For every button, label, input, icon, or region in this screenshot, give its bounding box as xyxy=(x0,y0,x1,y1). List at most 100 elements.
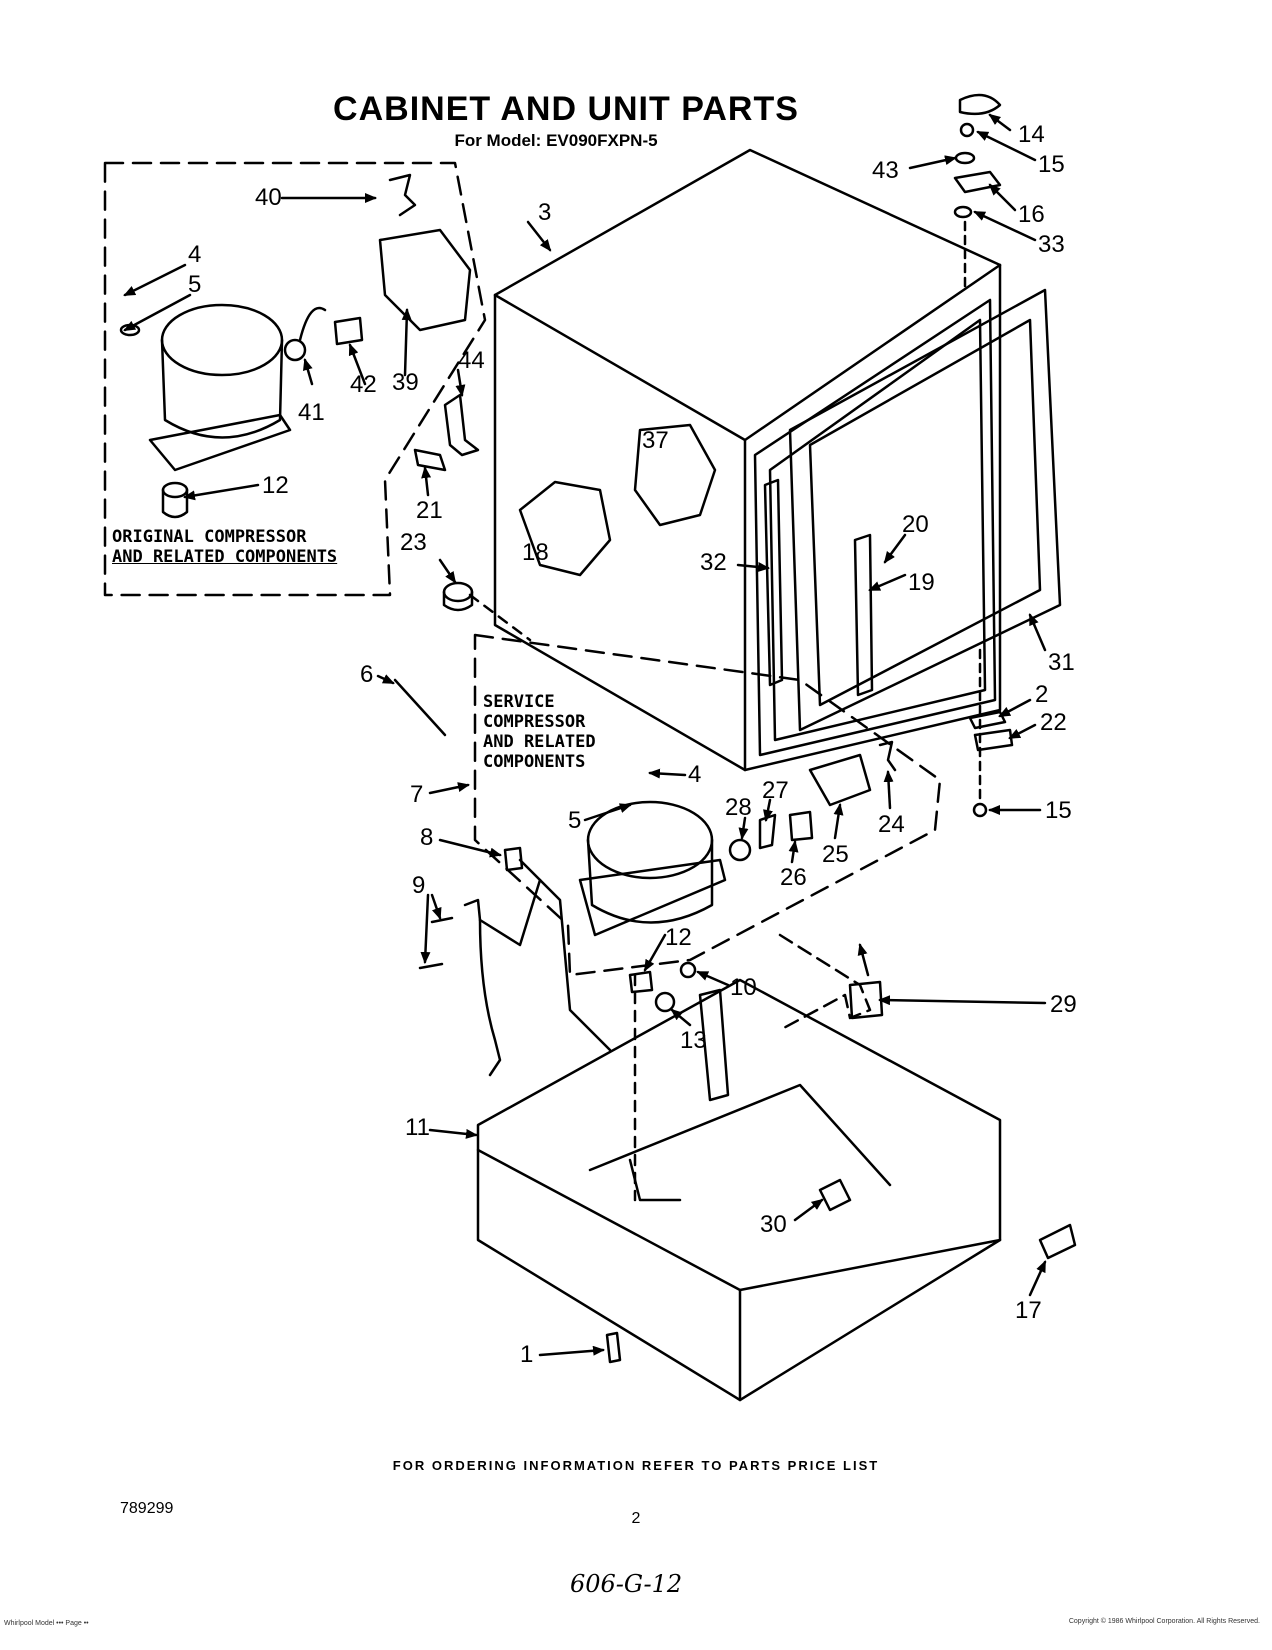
model-number: EV090FXPN-5 xyxy=(546,131,658,150)
part-label-41: 41 xyxy=(298,399,325,426)
part-label-17: 17 xyxy=(1015,1297,1042,1324)
screw-10 xyxy=(679,961,697,979)
hinge-cap-14 xyxy=(958,93,1002,116)
part-label-19: 19 xyxy=(908,569,935,596)
part-label-33: 33 xyxy=(1038,231,1065,258)
part-label-21: 21 xyxy=(416,497,443,524)
strip-19 xyxy=(853,533,874,697)
original-box-line-2: AND RELATED COMPONENTS xyxy=(112,547,338,567)
part-label-7: 7 xyxy=(410,781,423,808)
part-label-23: 23 xyxy=(400,529,427,556)
grommet-12-service xyxy=(628,970,654,994)
original-compressor xyxy=(119,303,292,519)
part-label-6: 6 xyxy=(360,661,373,688)
document-number: 789299 xyxy=(120,1500,174,1517)
base-pan xyxy=(476,978,1002,1402)
overload-28 xyxy=(728,838,752,862)
part-label-1: 1 xyxy=(520,1341,533,1368)
part-label-28: 28 xyxy=(725,794,752,821)
part-label-15-bottom: 15 xyxy=(1045,797,1072,824)
page-number: 2 xyxy=(631,1510,641,1527)
part-label-26: 26 xyxy=(780,864,807,891)
ordering-note: FOR ORDERING INFORMATION REFER TO PARTS … xyxy=(392,1458,880,1473)
part-label-16: 16 xyxy=(1018,201,1045,228)
part-label-40: 40 xyxy=(255,184,282,211)
model-line: For Model: EV090FXPN-5 xyxy=(0,131,1192,151)
part-label-18: 18 xyxy=(522,539,549,566)
part-label-4-original: 4 xyxy=(188,241,201,268)
hinge-22 xyxy=(973,728,1014,752)
strip-32 xyxy=(763,478,784,687)
grommet-21 xyxy=(413,448,447,472)
screw-9-top xyxy=(430,916,454,924)
part-label-27: 27 xyxy=(762,777,789,804)
service-box-line-2: COMPRESSOR xyxy=(483,712,586,732)
washer-43 xyxy=(954,151,976,165)
part-label-44: 44 xyxy=(458,347,485,374)
part-label-4-service: 4 xyxy=(688,761,701,788)
cover-25 xyxy=(808,753,872,807)
screw-9-bottom xyxy=(418,962,444,970)
part-label-20: 20 xyxy=(902,511,929,538)
service-box-line-1: SERVICE xyxy=(483,692,555,712)
harness-8 xyxy=(503,846,524,872)
clip-24 xyxy=(878,740,897,772)
plug-17 xyxy=(1038,1223,1077,1260)
part-label-39: 39 xyxy=(392,369,419,396)
handwritten-code: 606-G-12 xyxy=(570,1570,683,1598)
part-label-22: 22 xyxy=(1040,709,1067,736)
original-box-line-1: ORIGINAL COMPRESSOR xyxy=(112,527,307,547)
part-label-15-top: 15 xyxy=(1038,151,1065,178)
foot-23 xyxy=(442,581,474,603)
part-label-5-service: 5 xyxy=(568,807,581,834)
fine-print-left: Whirlpool Model ••• Page •• xyxy=(4,1620,89,1627)
original-compressor-box xyxy=(103,161,487,597)
page-title: CABINET AND UNIT PARTS xyxy=(333,90,799,128)
screw-15-top xyxy=(959,122,975,138)
part-label-42: 42 xyxy=(350,371,377,398)
bracket-44 xyxy=(443,393,480,457)
service-box-line-3: AND RELATED xyxy=(483,732,596,752)
tube-6 xyxy=(393,678,447,737)
part-label-25: 25 xyxy=(822,841,849,868)
service-compressor-box-label: SERVICE COMPRESSOR AND RELATED COMPONENT… xyxy=(483,692,596,772)
part-label-5-original: 5 xyxy=(188,271,201,298)
service-box-line-4: COMPONENTS xyxy=(483,752,586,772)
part-label-10: 10 xyxy=(730,974,757,1001)
grommet-13 xyxy=(654,991,676,1013)
clip-27 xyxy=(758,813,777,850)
part-label-12-original: 12 xyxy=(262,472,289,499)
model-prefix: For Model: xyxy=(454,131,542,150)
part-label-9: 9 xyxy=(412,872,425,899)
fine-print-right: Copyright © 1986 Whirlpool Corporation. … xyxy=(1068,1618,1260,1625)
part-label-14: 14 xyxy=(1018,121,1045,148)
part-label-30: 30 xyxy=(760,1211,787,1238)
washer-33 xyxy=(953,205,973,219)
service-compressor-box xyxy=(473,633,942,977)
cover-39 xyxy=(378,228,472,332)
overload-41 xyxy=(283,338,307,362)
original-compressor-box-label: ORIGINAL COMPRESSOR AND RELATED COMPONEN… xyxy=(112,527,337,567)
part-label-32: 32 xyxy=(700,549,727,576)
back-patch-18 xyxy=(518,480,612,577)
part-label-12-service: 12 xyxy=(665,924,692,951)
screw-1 xyxy=(605,1331,622,1364)
drain-29 xyxy=(778,933,872,1032)
part-label-29: 29 xyxy=(1050,991,1077,1018)
part-label-24: 24 xyxy=(878,811,905,838)
screw-15-bottom xyxy=(972,802,988,818)
hinge-2 xyxy=(968,710,1007,730)
relay-42 xyxy=(333,316,364,346)
door xyxy=(763,288,1062,732)
cabinet xyxy=(468,148,1002,772)
part-label-2: 2 xyxy=(1035,681,1048,708)
part-label-37: 37 xyxy=(642,427,669,454)
clip-30 xyxy=(818,1178,852,1212)
part-label-11: 11 xyxy=(405,1114,430,1141)
relay-26 xyxy=(788,810,814,842)
service-compressor xyxy=(578,800,727,937)
part-label-8: 8 xyxy=(420,824,433,851)
part-label-43: 43 xyxy=(872,157,899,184)
part-label-31: 31 xyxy=(1048,649,1075,676)
